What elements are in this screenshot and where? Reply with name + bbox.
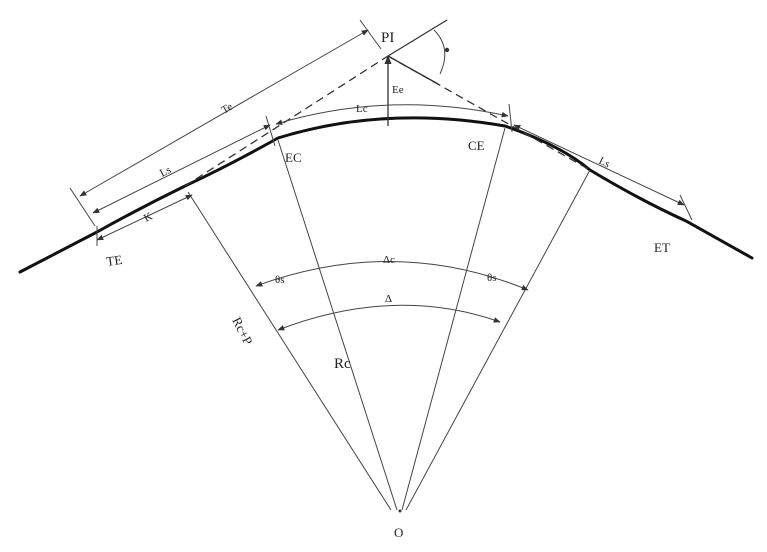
label-ee: Ee <box>392 84 404 96</box>
ls-right-dimension-line <box>513 124 685 206</box>
tangent-extension-beyond-pi <box>387 19 448 57</box>
label-et-point: ET <box>654 240 670 255</box>
te-extension-upper <box>359 19 382 50</box>
radius-rc-p-right <box>405 169 591 511</box>
label-delta-c: Δc <box>383 254 395 266</box>
delta-arc <box>277 304 501 331</box>
label-te: Te <box>220 101 235 117</box>
label-ls-left: Ls <box>158 164 173 180</box>
label-ec: EC <box>285 150 302 165</box>
deflection-angle-arc <box>433 29 446 75</box>
lc-dimension-arc <box>275 104 509 125</box>
lc-tick-ce <box>508 103 513 133</box>
label-k: K <box>142 210 155 224</box>
label-lc: Lc <box>356 103 368 115</box>
deflection-angle-marker <box>444 47 450 53</box>
label-ls-right: Ls <box>597 155 612 171</box>
label-delta: Δ <box>385 293 392 305</box>
radius-rc-p-left <box>187 191 392 511</box>
label-pi: PI <box>381 30 394 46</box>
ls-right-tick-et <box>679 194 693 221</box>
k-dimension-line <box>96 194 193 241</box>
label-rc: Rc <box>334 356 351 372</box>
label-o: O <box>394 525 403 540</box>
label-ce: CE <box>468 138 485 153</box>
label-theta-left: θs <box>275 274 285 286</box>
label-rc-p: Rc+P <box>229 315 256 348</box>
delta-c-arc <box>255 260 529 291</box>
label-te-point: TE <box>105 252 123 269</box>
center-point-o <box>398 509 402 513</box>
label-theta-right: θs <box>487 272 497 284</box>
ls-left-tick-ec <box>265 115 276 147</box>
radius-rc-left <box>277 139 398 511</box>
te-extension-lower <box>69 187 96 227</box>
forward-tangent-solid <box>387 55 439 85</box>
